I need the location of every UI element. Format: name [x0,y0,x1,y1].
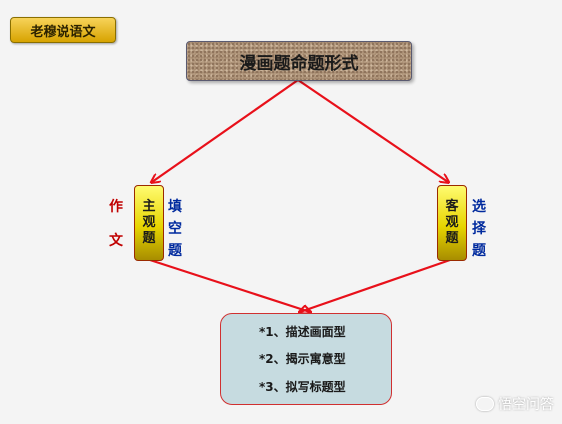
node-char: 客 [445,199,459,214]
left-inner-label: 填 空 题 [168,196,182,262]
speech-bubble-icon [476,397,494,411]
left-inner-char: 空 [168,221,182,237]
left-inner-char: 填 [168,199,182,215]
watermark-text: 悟空问答 [498,397,554,413]
diagram-title: 漫画题命题形式 [186,41,412,81]
question-types-box: *1、描述画面型 *2、揭示寓意型 *3、拟写标题型 [220,313,392,405]
left-inner-char: 题 [168,243,182,259]
question-type-item: *3、拟写标题型 [259,379,346,394]
left-outer-char: 作 [109,199,123,215]
left-outer-char: 文 [109,233,123,249]
right-outer-char: 择 [472,221,486,237]
author-badge: 老穆说语文 [10,17,116,43]
node-char: 题 [445,231,459,246]
arrow-title-to-right [297,79,448,182]
right-outer-char: 选 [472,199,486,215]
node-char: 题 [142,231,156,246]
right-outer-label: 选 择 题 [472,196,486,262]
question-type-item: *2、揭示寓意型 [259,352,346,367]
arrow-left-to-bottom [149,258,310,312]
subjective-node: 主 观 题 [134,185,164,261]
objective-node: 客 观 题 [437,185,467,261]
arrow-right-to-bottom [300,258,451,312]
left-outer-label: 作 文 [109,196,123,252]
watermark: 悟空问答 [476,394,554,414]
node-char: 观 [445,215,459,230]
node-char: 主 [142,199,156,214]
right-outer-char: 题 [472,243,486,259]
node-char: 观 [142,215,156,230]
question-type-item: *1、描述画面型 [259,325,346,340]
arrow-title-to-left [152,79,299,182]
